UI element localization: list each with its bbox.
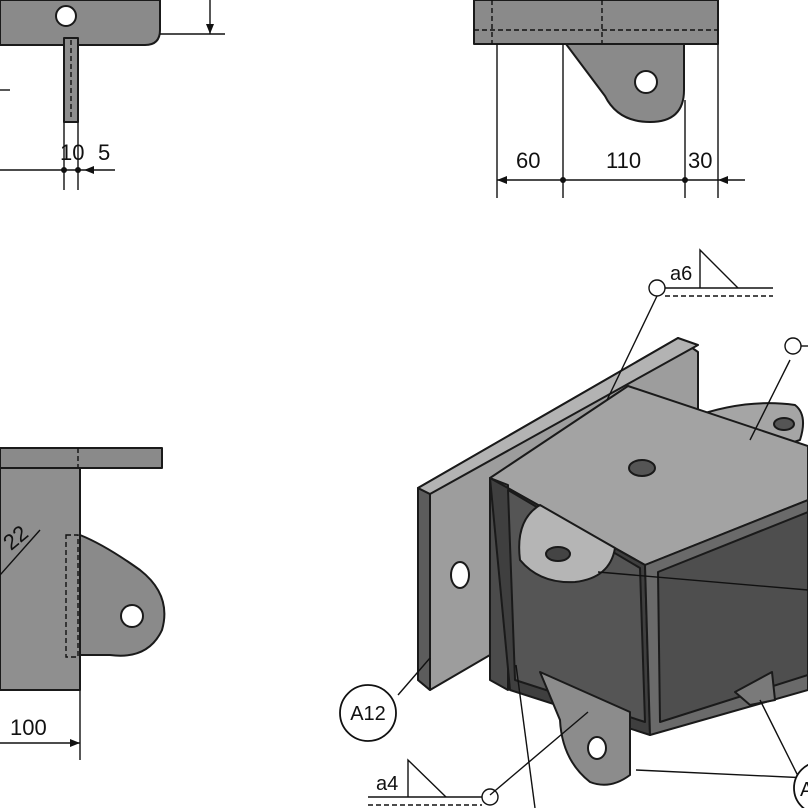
bottom-left-lug-hole bbox=[120, 604, 144, 628]
dim-110: 110 bbox=[606, 148, 641, 173]
back-plate-hole bbox=[450, 561, 470, 589]
balloon-label-a12: A12 bbox=[350, 703, 386, 725]
top-left-plate bbox=[0, 0, 161, 46]
bottom-left-view: 22 100 bbox=[0, 447, 166, 760]
top-right-view: 60 110 30 bbox=[473, 0, 745, 198]
dim-5: 5 bbox=[98, 140, 110, 165]
bottom-left-lug bbox=[79, 534, 166, 657]
weld-symbol-right bbox=[784, 337, 808, 355]
dim-100: 100 bbox=[10, 715, 47, 740]
balloon-a12: A12 bbox=[339, 684, 397, 742]
top-right-plate bbox=[473, 0, 719, 45]
front-top-lug bbox=[518, 504, 616, 584]
back-plate-top bbox=[417, 337, 699, 495]
bottom-left-flange bbox=[0, 447, 163, 469]
top-right-lug bbox=[565, 43, 685, 123]
dim-30: 30 bbox=[688, 148, 712, 173]
weld-symbol-a6: a6 bbox=[648, 248, 773, 297]
balloon-label-right: A bbox=[800, 779, 808, 801]
weld-label-a4: a4 bbox=[376, 773, 398, 795]
tube-right-inner bbox=[657, 511, 808, 723]
top-right-lug-hole bbox=[634, 70, 658, 94]
weld-label-a6: a6 bbox=[670, 263, 692, 285]
dim-60: 60 bbox=[516, 148, 540, 173]
balloon-right-partial: A bbox=[793, 763, 808, 808]
top-left-view: 10 5 bbox=[0, 0, 225, 190]
tube-top-hole bbox=[628, 459, 656, 477]
bottom-front-lug bbox=[539, 671, 631, 786]
bottom-rear-lug bbox=[734, 671, 776, 706]
dim-10: 10 bbox=[60, 140, 84, 165]
top-left-hole bbox=[55, 5, 77, 27]
isometric-view: a6 a4 A12 A bbox=[339, 248, 808, 808]
weld-symbol-a4: a4 bbox=[368, 758, 499, 806]
